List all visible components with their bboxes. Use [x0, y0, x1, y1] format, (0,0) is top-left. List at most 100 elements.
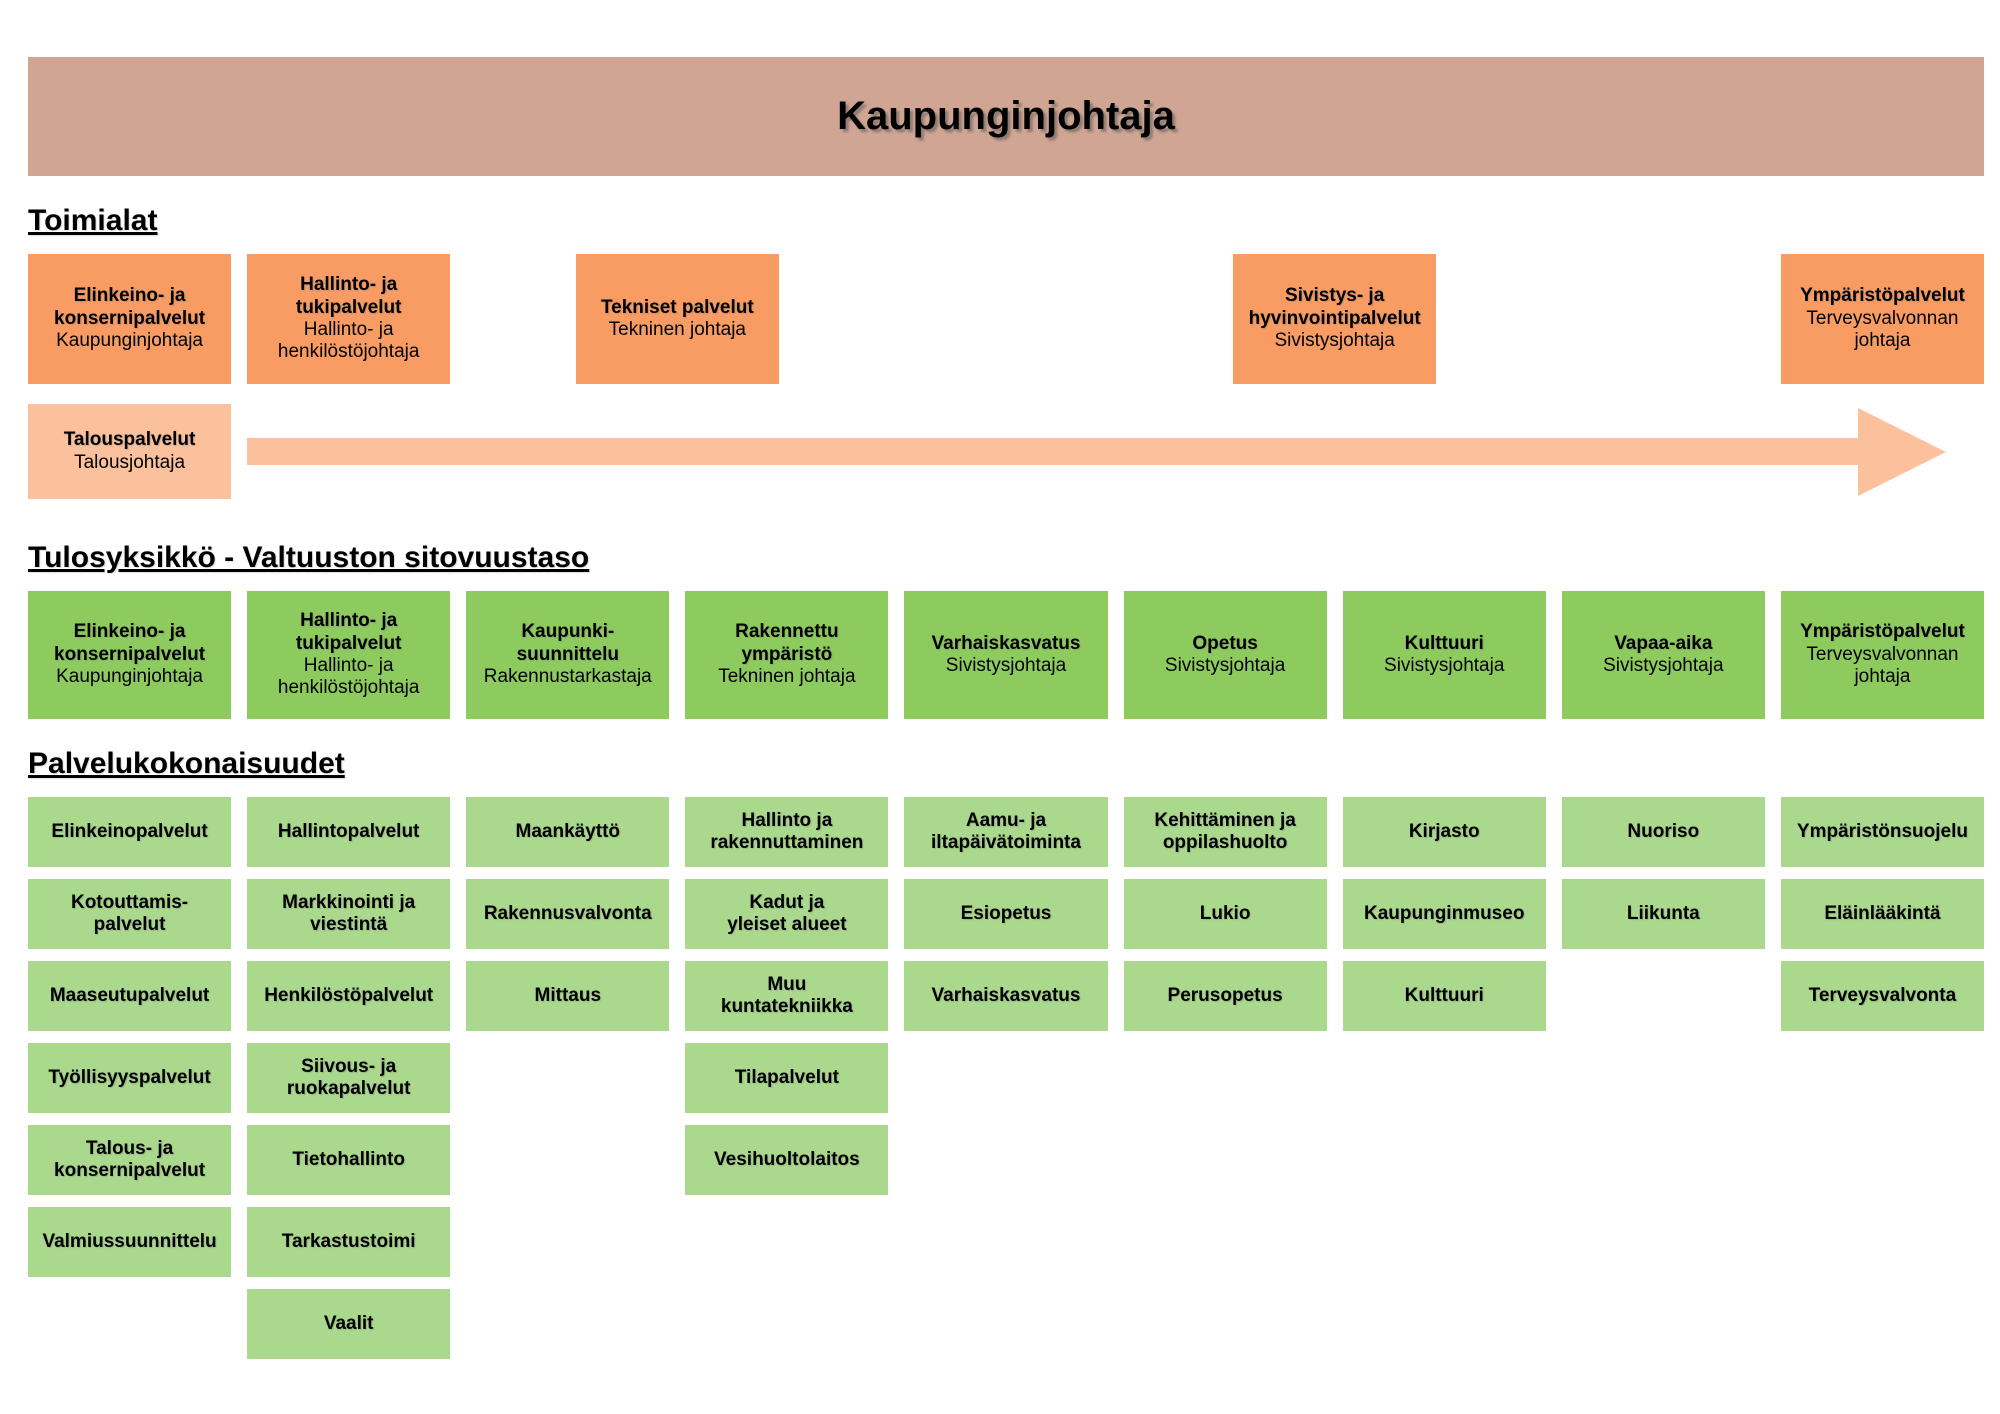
service-label: Nuoriso [1627, 820, 1700, 842]
service-box: Hallinto ja rakennuttaminen [685, 797, 889, 867]
service-box: Liikunta [1561, 879, 1765, 949]
service-box: Talous- ja konsernipalvelut [28, 1125, 232, 1195]
unit-title: Rakennettu ympäristö [735, 621, 839, 665]
service-label: Tietohallinto [292, 1148, 405, 1170]
unit-leader: Sivistysjohtaja [1603, 655, 1724, 676]
unit-title: Hallinto- ja tukipalvelut [295, 610, 402, 654]
service-label: Työllisyyspalvelut [48, 1066, 211, 1088]
division-leader: Terveysvalvonnan johtaja [1806, 307, 1959, 352]
unit-box-opetus: Opetus Sivistysjohtaja [1123, 591, 1327, 719]
unit-box-kulttuuri: Kulttuuri Sivistysjohtaja [1342, 591, 1546, 719]
service-label: Lukio [1199, 902, 1251, 924]
division-leader: Hallinto- ja henkilöstöjohtaja [277, 319, 420, 363]
unit-leader: Kaupunginjohtaja [56, 666, 203, 688]
service-label: Liikunta [1626, 902, 1700, 924]
service-label: Esiopetus [960, 902, 1052, 924]
division-leader: Tekninen johtaja [608, 319, 746, 340]
service-box: Tietohallinto [247, 1125, 451, 1195]
service-box: Markkinointi ja viestintä [247, 879, 451, 949]
service-label: Hallinto ja rakennuttaminen [710, 809, 864, 853]
service-label: Kotouttamis- palvelut [70, 891, 189, 935]
arrow-head-icon [1858, 407, 1946, 496]
right-arrow [247, 404, 1946, 499]
service-label: Mittaus [534, 984, 602, 1006]
service-label: Henkilöstöpalvelut [264, 984, 434, 1006]
division-title: Hallinto- ja tukipalvelut [295, 274, 402, 318]
unit-title: Varhaiskasvatus [931, 632, 1081, 654]
service-label: Kulttuuri [1404, 984, 1484, 1006]
service-column-9: Ympäristönsuojelu Eläinlääkintä Terveysv… [1780, 797, 1984, 1031]
service-label: Elinkeinopalvelut [51, 820, 208, 842]
service-label: Muu kuntatekniikka [720, 973, 853, 1017]
talouspalvelut-row: Talouspalvelut Talousjohtaja [28, 404, 1984, 499]
service-box: Eläinlääkintä [1780, 879, 1984, 949]
service-label: Markkinointi ja viestintä [282, 891, 416, 935]
unit-leader: Rakennustarkastaja [483, 666, 652, 688]
service-column-2: Hallintopalvelut Markkinointi ja viestin… [247, 797, 451, 1359]
service-box: Työllisyyspalvelut [28, 1043, 232, 1113]
tulosyksikko-row: Elinkeino- ja konsernipalvelut Kaupungin… [28, 591, 1984, 719]
service-box: Rakennusvalvonta [466, 879, 670, 949]
arrow-shaft [247, 438, 1858, 465]
section-heading-toimialat: Toimialat [28, 204, 158, 237]
service-label: Kehittäminen ja oppilashuolto [1154, 809, 1296, 853]
unit-box-vapaa-aika: Vapaa-aika Sivistysjohtaja [1561, 591, 1765, 719]
service-column-8: Nuoriso Liikunta [1561, 797, 1765, 949]
service-box: Lukio [1123, 879, 1327, 949]
service-box: Ympäristönsuojelu [1780, 797, 1984, 867]
toimialat-row: Elinkeino- ja konsernipalvelut Kaupungin… [28, 254, 1984, 384]
unit-title: Vapaa-aika [1614, 632, 1713, 654]
palvelut-grid: Elinkeinopalvelut Kotouttamis- palvelut … [28, 797, 1984, 1359]
service-column-1: Elinkeinopalvelut Kotouttamis- palvelut … [28, 797, 232, 1277]
service-label: Talous- ja konsernipalvelut [54, 1137, 206, 1181]
division-title: Elinkeino- ja konsernipalvelut [54, 285, 206, 329]
division-box-hallinto-ja-tukipalvelut: Hallinto- ja tukipalvelut Hallinto- ja h… [247, 254, 451, 384]
division-title: Sivistys- ja hyvinvointipalvelut [1248, 285, 1421, 329]
service-box: Hallintopalvelut [247, 797, 451, 867]
unit-box-ymparistopalvelut: Ympäristöpalvelut Terveysvalvonnan johta… [1780, 591, 1984, 719]
division-box-tekniset-palvelut: Tekniset palvelut Tekninen johtaja [575, 254, 779, 384]
service-box: Kotouttamis- palvelut [28, 879, 232, 949]
service-label: Rakennusvalvonta [483, 902, 652, 924]
service-label: Kadut ja yleiset alueet [727, 891, 847, 935]
division-box-sivistys-ja-hyvinvointipalvelut: Sivistys- ja hyvinvointipalvelut Sivisty… [1233, 254, 1437, 384]
unit-leader: Hallinto- ja henkilöstöjohtaja [277, 655, 420, 699]
unit-leader: Sivistysjohtaja [945, 655, 1067, 676]
service-box: Maaseutupalvelut [28, 961, 232, 1031]
service-label: Kirjasto [1408, 820, 1480, 842]
service-label: Vesihuoltolaitos [714, 1148, 860, 1170]
service-box: Tilapalvelut [685, 1043, 889, 1113]
service-box: Vaalit [247, 1289, 451, 1359]
service-column-3: Maankäyttö Rakennusvalvonta Mittaus [466, 797, 670, 1031]
service-column-4: Hallinto ja rakennuttaminen Kadut ja yle… [685, 797, 889, 1195]
unit-box-kaupunkisuunnittelu: Kaupunki- suunnittelu Rakennustarkastaja [466, 591, 670, 719]
unit-title: Ympäristöpalvelut [1800, 621, 1965, 643]
service-column-6: Kehittäminen ja oppilashuolto Lukio Peru… [1123, 797, 1327, 1031]
service-box: Tarkastustoimi [247, 1207, 451, 1277]
service-box: Aamu- ja iltapäivätoiminta [904, 797, 1108, 867]
service-box: Varhaiskasvatus [904, 961, 1108, 1031]
unit-title: Opetus [1192, 632, 1258, 654]
service-box: Kehittäminen ja oppilashuolto [1123, 797, 1327, 867]
service-label: Eläinlääkintä [1824, 902, 1941, 924]
service-label: Maankäyttö [515, 820, 621, 842]
service-box: Vesihuoltolaitos [685, 1125, 889, 1195]
service-box: Terveysvalvonta [1780, 961, 1984, 1031]
service-box: Maankäyttö [466, 797, 670, 867]
service-box: Perusopetus [1123, 961, 1327, 1031]
section-heading-palvelukokonaisuudet: Palvelukokonaisuudet [28, 747, 345, 780]
division-leader: Sivistysjohtaja [1274, 330, 1395, 352]
unit-leader: Terveysvalvonnan johtaja [1806, 643, 1959, 688]
service-label: Varhaiskasvatus [931, 984, 1081, 1006]
unit-title: Kaupunki- suunnittelu [516, 621, 619, 665]
division-box-ymparistopalvelut: Ympäristöpalvelut Terveysvalvonnan johta… [1780, 254, 1984, 384]
unit-box-varhaiskasvatus: Varhaiskasvatus Sivistysjohtaja [904, 591, 1108, 719]
service-label: Siivous- ja ruokapalvelut [286, 1055, 411, 1099]
unit-leader: Sivistysjohtaja [1164, 655, 1286, 676]
division-title: Talouspalvelut [63, 429, 196, 451]
service-label: Terveysvalvonta [1808, 984, 1957, 1006]
division-leader: Kaupunginjohtaja [56, 330, 203, 352]
service-label: Ympäristönsuojelu [1796, 820, 1968, 842]
service-box: Muu kuntatekniikka [685, 961, 889, 1031]
